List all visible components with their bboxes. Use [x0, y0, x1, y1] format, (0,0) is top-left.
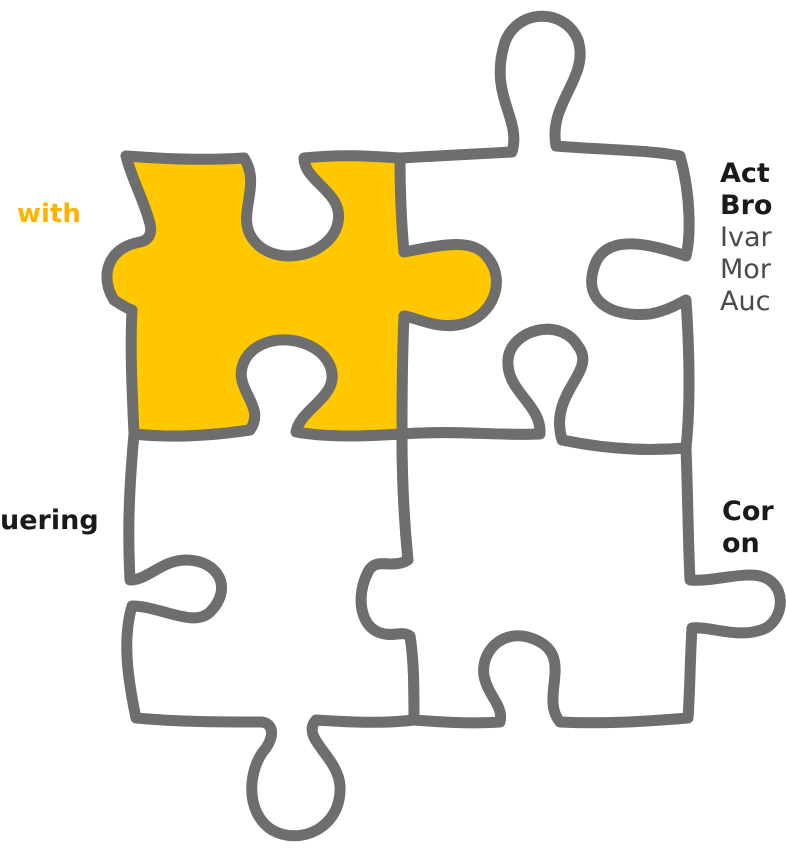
label-top-right-line-2: Bro	[720, 190, 773, 221]
label-top-right-line-4: Mor	[720, 254, 771, 285]
label-top-right-line-3: Ivar	[720, 222, 772, 253]
puzzle-piece-bottom-left	[121, 334, 420, 842]
label-top-right: Act Bro Ivar Mor Auc	[720, 158, 772, 318]
label-bottom-right: Cor on	[722, 496, 774, 560]
label-bottom-right-line-1: Cor	[722, 496, 774, 527]
label-bottom-left: uering	[0, 505, 99, 536]
puzzle-piece-bottom-right	[355, 323, 786, 729]
label-top-right-line-5: Auc	[720, 286, 771, 317]
label-bottom-right-line-2: on	[722, 528, 760, 559]
label-top-right-line-1: Act	[720, 158, 770, 189]
label-top-left: with	[17, 199, 81, 229]
